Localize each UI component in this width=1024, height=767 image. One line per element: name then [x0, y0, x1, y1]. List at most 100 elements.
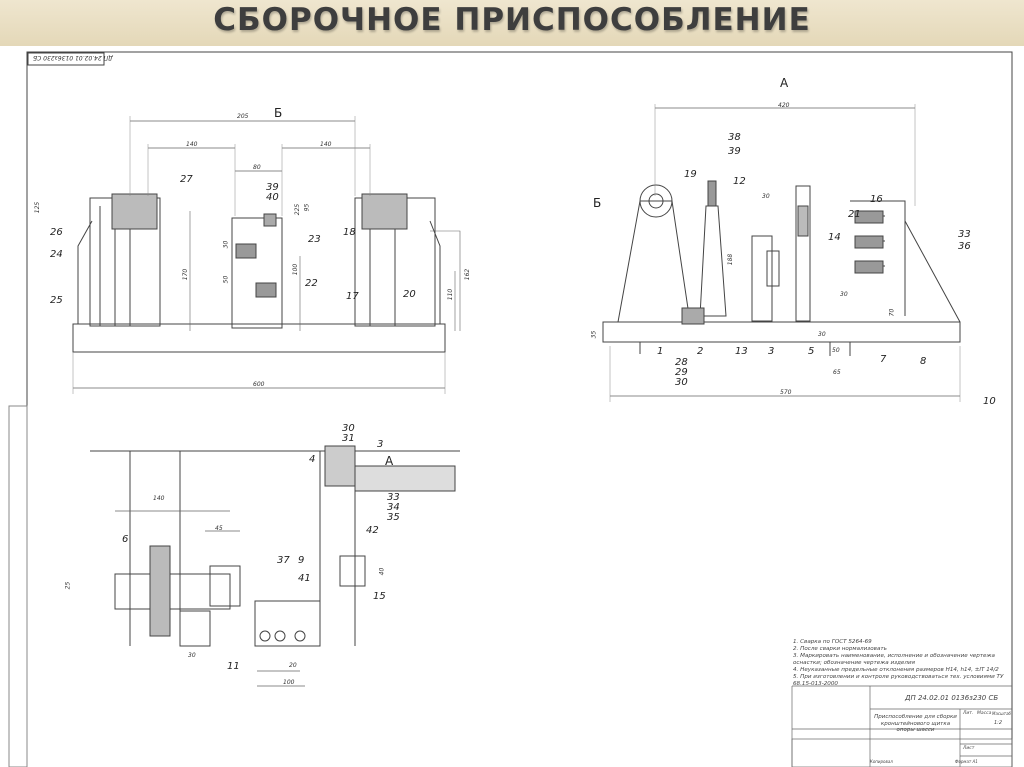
part-number: 10 [983, 396, 996, 407]
part-number: 28 [675, 357, 688, 368]
part-number: 36 [958, 241, 971, 252]
dim: 30 [762, 193, 770, 200]
dim: 188 [727, 253, 735, 266]
technical-requirements: 1. Сварка по ГОСТ 5264-69 2. После сварк… [793, 639, 1018, 688]
note-item: 2. После сварки нормализовать [793, 646, 887, 652]
dim: 140 [186, 141, 198, 148]
part-number: 20 [403, 289, 416, 300]
dim: 570 [780, 389, 792, 396]
part-number: 35 [387, 512, 400, 523]
title-block-designation: ДП 24.02.01 0136з230 СБ [905, 694, 999, 702]
dim: 100 [292, 263, 300, 276]
base-plate [72, 323, 446, 353]
dim: 100 [283, 679, 295, 686]
part-number: 27 [180, 174, 193, 185]
dim: 80 [253, 164, 261, 171]
part-number: 19 [684, 169, 697, 180]
part-number: 16 [870, 194, 883, 205]
title-block [791, 685, 1013, 767]
view-label-b-side: Б [593, 196, 602, 210]
dim: 30 [840, 291, 848, 298]
part-number: 6 [122, 534, 129, 545]
part-number: 1 [657, 346, 664, 357]
dim: 205 [237, 113, 249, 120]
dim: 420 [778, 102, 790, 109]
title-block-sheet-label: Лист [963, 746, 975, 751]
part-number: 42 [366, 525, 379, 536]
part-number: 26 [50, 227, 63, 238]
note-item: 1. Сварка по ГОСТ 5264-69 [793, 639, 872, 645]
dim: 140 [153, 495, 165, 502]
part-number: 25 [50, 295, 63, 306]
part-number: 22 [305, 278, 318, 289]
part-number: 2 [697, 346, 704, 357]
part-number: 41 [298, 573, 311, 584]
note-item: 3. Маркировать наименование, исполнение … [793, 653, 995, 666]
side-view [602, 104, 961, 402]
note-item: 5. При изготовлении и контроле руководст… [793, 674, 1004, 687]
dim: 35 [590, 330, 598, 339]
dim: 110 [447, 288, 455, 301]
part-number: 40 [266, 192, 279, 203]
dim: 225 [294, 203, 302, 216]
dim: 25 [64, 581, 72, 590]
part-number: 31 [342, 433, 355, 444]
dim: 30 [818, 331, 826, 338]
part-number: 33 [387, 492, 400, 503]
part-number: 30 [342, 423, 355, 434]
dim: 50 [832, 347, 840, 354]
view-label-a: А [780, 76, 789, 90]
dim: 125 [34, 201, 42, 214]
dim: 30 [188, 652, 196, 659]
dim: 45 [215, 525, 223, 532]
part-number: 5 [808, 346, 815, 357]
part-number: 12 [733, 176, 746, 187]
dim: 40 [378, 567, 386, 576]
title-block-name: Приспособление для сборки кронштейнового… [874, 714, 957, 733]
dim: 50 [222, 275, 230, 284]
part-number: 33 [958, 229, 971, 240]
view-label-a-plan: А [385, 454, 394, 468]
dim: 70 [888, 308, 896, 317]
part-number: 14 [828, 232, 841, 243]
part-number: 13 [735, 346, 748, 357]
rotated-stamp-box [27, 52, 105, 66]
part-number: 7 [880, 354, 887, 365]
title-block-mass-label: Масса [977, 711, 992, 716]
part-number: 34 [387, 502, 400, 513]
part-number: 23 [308, 234, 321, 245]
part-number: 15 [373, 591, 386, 602]
dim: 140 [320, 141, 332, 148]
side-stamp-strip [8, 405, 28, 767]
view-label-b: Б [274, 106, 283, 120]
part-number: 39 [266, 182, 279, 193]
part-number: 17 [346, 291, 359, 302]
part-number: 18 [343, 227, 356, 238]
part-number: 3 [377, 439, 384, 450]
title-block-copied: Копировал [870, 759, 893, 764]
part-number: 30 [675, 377, 688, 388]
assembly-drawing [8, 51, 1013, 767]
part-number: 4 [309, 454, 316, 465]
part-number: 11 [227, 661, 240, 672]
part-number: 8 [920, 356, 927, 367]
part-number: 3 [768, 346, 775, 357]
part-number: 38 [728, 132, 741, 143]
dim: 95 [303, 203, 311, 212]
dim: 20 [289, 662, 297, 669]
rotated-stamp-code: ДП 24.02.01 0136з230 СБ [33, 54, 113, 61]
title-block-lit-label: Лит. [963, 711, 974, 716]
front-view [72, 116, 461, 394]
dim: 600 [253, 381, 265, 388]
dim: 170 [182, 268, 190, 281]
part-number: 39 [728, 146, 741, 157]
part-number: 24 [50, 249, 63, 260]
title-block-scale: 1:2 [994, 720, 1003, 726]
slide-title-bar: СБОРОЧНОЕ ПРИСПОСОБЛЕНИЕ [0, 0, 1024, 46]
slide-title: СБОРОЧНОЕ ПРИСПОСОБЛЕНИЕ [213, 2, 811, 38]
plan-view [90, 445, 460, 687]
dim: 30 [222, 240, 230, 249]
part-number: 21 [848, 209, 861, 220]
title-block-scale-label: Масштаб [992, 711, 1012, 716]
title-block-format: Формат А1 [955, 759, 978, 764]
